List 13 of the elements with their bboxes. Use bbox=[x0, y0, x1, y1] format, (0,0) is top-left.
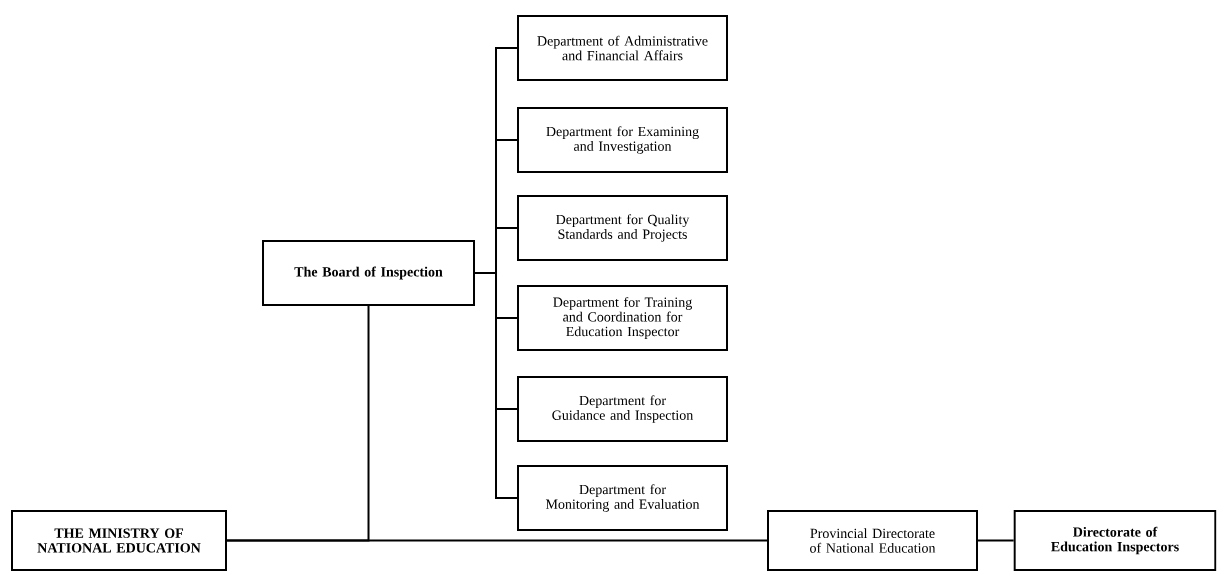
department-box: Department for Quality Standards and Projects bbox=[517, 195, 728, 261]
department-box: Department of Administrative and Financial Affairs bbox=[517, 15, 728, 81]
connector-line bbox=[977, 539, 1015, 542]
directorate-box: Provincial Directorate of National Education bbox=[767, 510, 978, 571]
ministry-box: THE MINISTRY OF NATIONAL EDUCATION bbox=[11, 510, 227, 571]
connector-line bbox=[226, 539, 768, 542]
board-box: The Board of Inspection bbox=[262, 240, 475, 306]
department-box: Department for Examining and Investigation bbox=[517, 107, 728, 173]
department-box: Department for Monitoring and Evaluation bbox=[517, 465, 728, 531]
department-box: Department for Guidance and Inspection bbox=[517, 376, 728, 442]
connector-line bbox=[474, 272, 518, 499]
directorate-box: Directorate of Education Inspectors bbox=[1013, 510, 1217, 571]
department-box: Department for Training and Coordination for Education Inspector bbox=[517, 285, 728, 351]
